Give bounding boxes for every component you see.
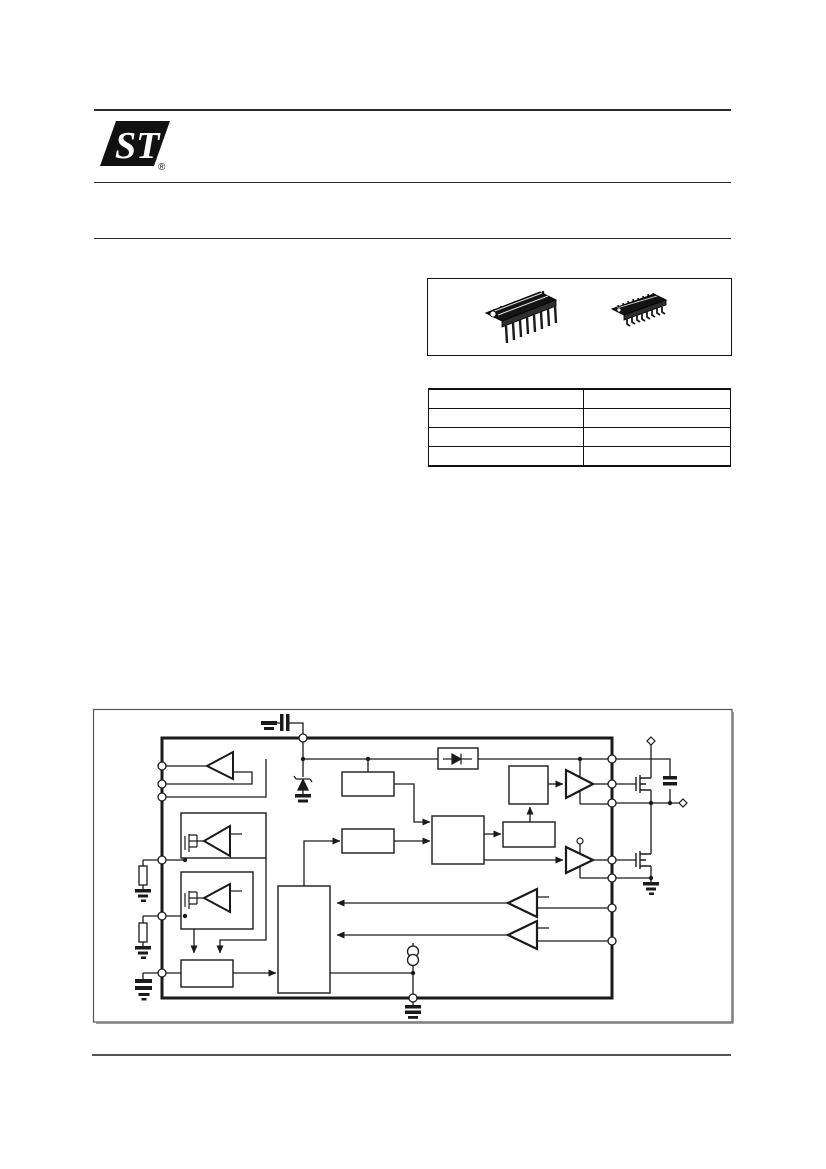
table-cell: [428, 388, 584, 409]
reference-zener: [293, 775, 313, 803]
timing-block: [180, 959, 234, 988]
pin-right-2: [607, 779, 617, 789]
table-row: [428, 408, 731, 428]
dead-time-block: [502, 821, 556, 848]
error-amplifier: [204, 750, 234, 781]
input-buffer-1: [505, 887, 539, 919]
rule-footer: [92, 1054, 731, 1056]
package-illustration-box: [427, 278, 732, 356]
so16-top-highlights: [616, 295, 658, 309]
pin-bottom-1: [408, 993, 418, 1003]
low-side-driver-supply-node: [576, 837, 584, 845]
figure-frame: [92, 708, 733, 1023]
table-cell: [583, 408, 731, 428]
table-cell: [583, 446, 731, 467]
bootstrap-capacitor: [663, 776, 677, 786]
table-row: [428, 388, 731, 409]
pin-right-1: [607, 754, 617, 764]
pwm-logic-block: [431, 815, 485, 865]
so16-body-front: [623, 299, 667, 321]
input-buffer-2: [505, 919, 539, 951]
pin-left-5: [157, 911, 167, 921]
level-shift-block: [508, 765, 549, 805]
pin-left-2: [157, 779, 167, 789]
table-row: [428, 427, 731, 447]
so16-pin1-dot: [616, 307, 622, 313]
ic-pins: [157, 733, 617, 1003]
pin-right-6: [607, 903, 617, 913]
st-logo: ST ®: [100, 121, 170, 172]
st-logo-shape: [100, 121, 170, 166]
dip16-top-highlights: [491, 292, 549, 316]
divider-resistor-2: [135, 922, 151, 959]
external-low-side-mosfet: [635, 851, 651, 869]
pin-left-3: [157, 792, 167, 802]
table-cell: [583, 388, 731, 409]
st-logo-text: ST: [115, 125, 161, 167]
sense-amplifier-2: [184, 882, 242, 914]
external-high-side-mosfet: [635, 775, 651, 793]
pin-right-3: [607, 798, 617, 808]
rule-under-logo: [94, 182, 731, 183]
supply-terminal: [646, 736, 656, 746]
current-source: [406, 945, 420, 967]
junction-dots: [182, 756, 673, 976]
high-side-driver: [564, 768, 596, 800]
pin-top-1: [298, 733, 308, 743]
pin-right-4: [607, 855, 617, 865]
ordering-table: [428, 388, 731, 467]
dip16-front-legs: [504, 305, 558, 344]
pin-left-4: [157, 855, 167, 865]
rule-under-title: [94, 238, 731, 239]
bootstrap-diode: [443, 752, 472, 766]
so16-front-legs: [626, 307, 666, 327]
pin-left-1: [157, 761, 167, 771]
output-terminal: [678, 798, 688, 808]
block-diagram-figure: [92, 708, 734, 1024]
pin-right-7: [607, 936, 617, 946]
table-cell: [428, 408, 584, 428]
table-cell: [583, 427, 731, 447]
table-cell: [428, 446, 584, 467]
low-side-mosfet-ground: [643, 882, 659, 895]
divider-resistor-1: [135, 865, 151, 902]
ic-boundary: [160, 736, 614, 1000]
registered-mark: ®: [158, 162, 166, 172]
block-diagram: [92, 708, 734, 1024]
dip16-pin1-notch: [489, 310, 497, 318]
oscillator-block: [341, 828, 395, 854]
regulator-block: [341, 771, 395, 797]
supply-decoupling-capacitor: [261, 714, 290, 731]
low-side-driver: [564, 845, 596, 875]
timing-capacitor-2: [405, 1005, 421, 1019]
sense-amplifier-1: [184, 824, 242, 858]
rule-top: [94, 109, 731, 111]
control-logic-block: [277, 885, 331, 994]
table-cell: [428, 427, 584, 447]
pin-right-5: [607, 873, 617, 883]
pin-left-6: [157, 968, 167, 978]
so16-package-drawing: [610, 292, 668, 327]
dip16-package-drawing: [484, 290, 558, 344]
table-row: [428, 446, 731, 467]
timing-capacitor-1: [135, 979, 152, 1001]
